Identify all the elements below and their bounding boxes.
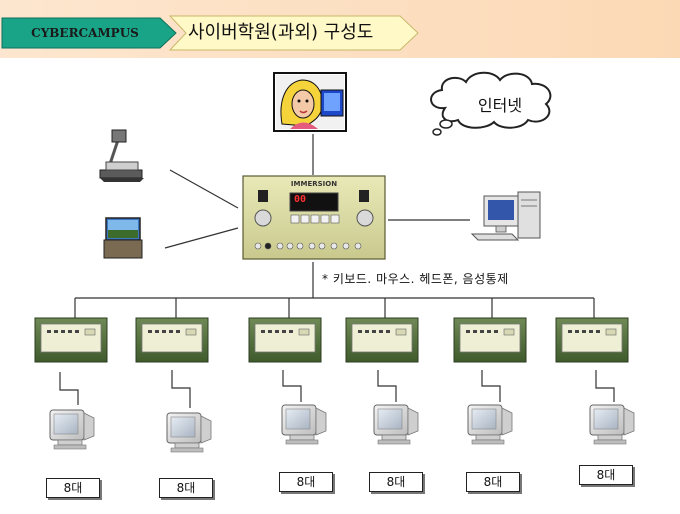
- projector-link: [169, 169, 239, 209]
- terminal-count-label: 8대: [579, 465, 633, 485]
- terminal-hub: [135, 317, 209, 363]
- terminal-monitor: [589, 404, 635, 445]
- internet-label: 인터넷: [477, 96, 523, 115]
- terminal-hub: [248, 317, 322, 363]
- terminal-monitors: [49, 404, 635, 453]
- terminal-monitor: [281, 404, 327, 445]
- terminal-count-label: 8대: [369, 472, 423, 492]
- feed-2: [171, 370, 191, 408]
- projector-device: [99, 129, 144, 182]
- internet-cloud: [430, 71, 552, 136]
- feed-5: [481, 370, 501, 402]
- terminal-hub: [345, 317, 419, 363]
- terminal-count-label: 8대: [159, 478, 213, 498]
- feed-3: [282, 370, 302, 402]
- terminal-monitor: [467, 404, 513, 445]
- terminal-hubs: [34, 317, 629, 363]
- terminal-hub: [555, 317, 629, 363]
- controller-brand: IMMERSION: [290, 180, 338, 188]
- controller-unit: [242, 175, 386, 260]
- internet-user-illustration: [273, 72, 347, 132]
- presentation-screen: [103, 217, 143, 259]
- screen-link: [164, 227, 239, 249]
- terminal-count-label: 8대: [279, 472, 333, 492]
- desktop-pc: [470, 191, 541, 241]
- feed-4: [377, 370, 397, 402]
- terminal-monitor: [373, 404, 419, 445]
- page-title: 사이버학원(과외) 구성도: [188, 22, 374, 43]
- connection-lines: [59, 134, 615, 408]
- terminal-monitor: [166, 412, 212, 453]
- controller-display: 00: [294, 194, 307, 205]
- terminal-hub: [34, 317, 108, 363]
- feed-1: [59, 372, 79, 405]
- terminal-hub: [453, 317, 527, 363]
- header-tag-shape: [1, 17, 177, 49]
- terminal-count-label: 8대: [466, 472, 520, 492]
- header-tag: CYBERCAMPUS: [31, 26, 139, 40]
- header-title-shape: [168, 15, 419, 51]
- feed-6: [595, 370, 615, 402]
- terminal-monitor: [49, 409, 95, 450]
- control-note: * 키보드. 마우스. 헤드폰, 음성통제: [322, 272, 509, 286]
- terminal-count-label: 8대: [46, 478, 100, 498]
